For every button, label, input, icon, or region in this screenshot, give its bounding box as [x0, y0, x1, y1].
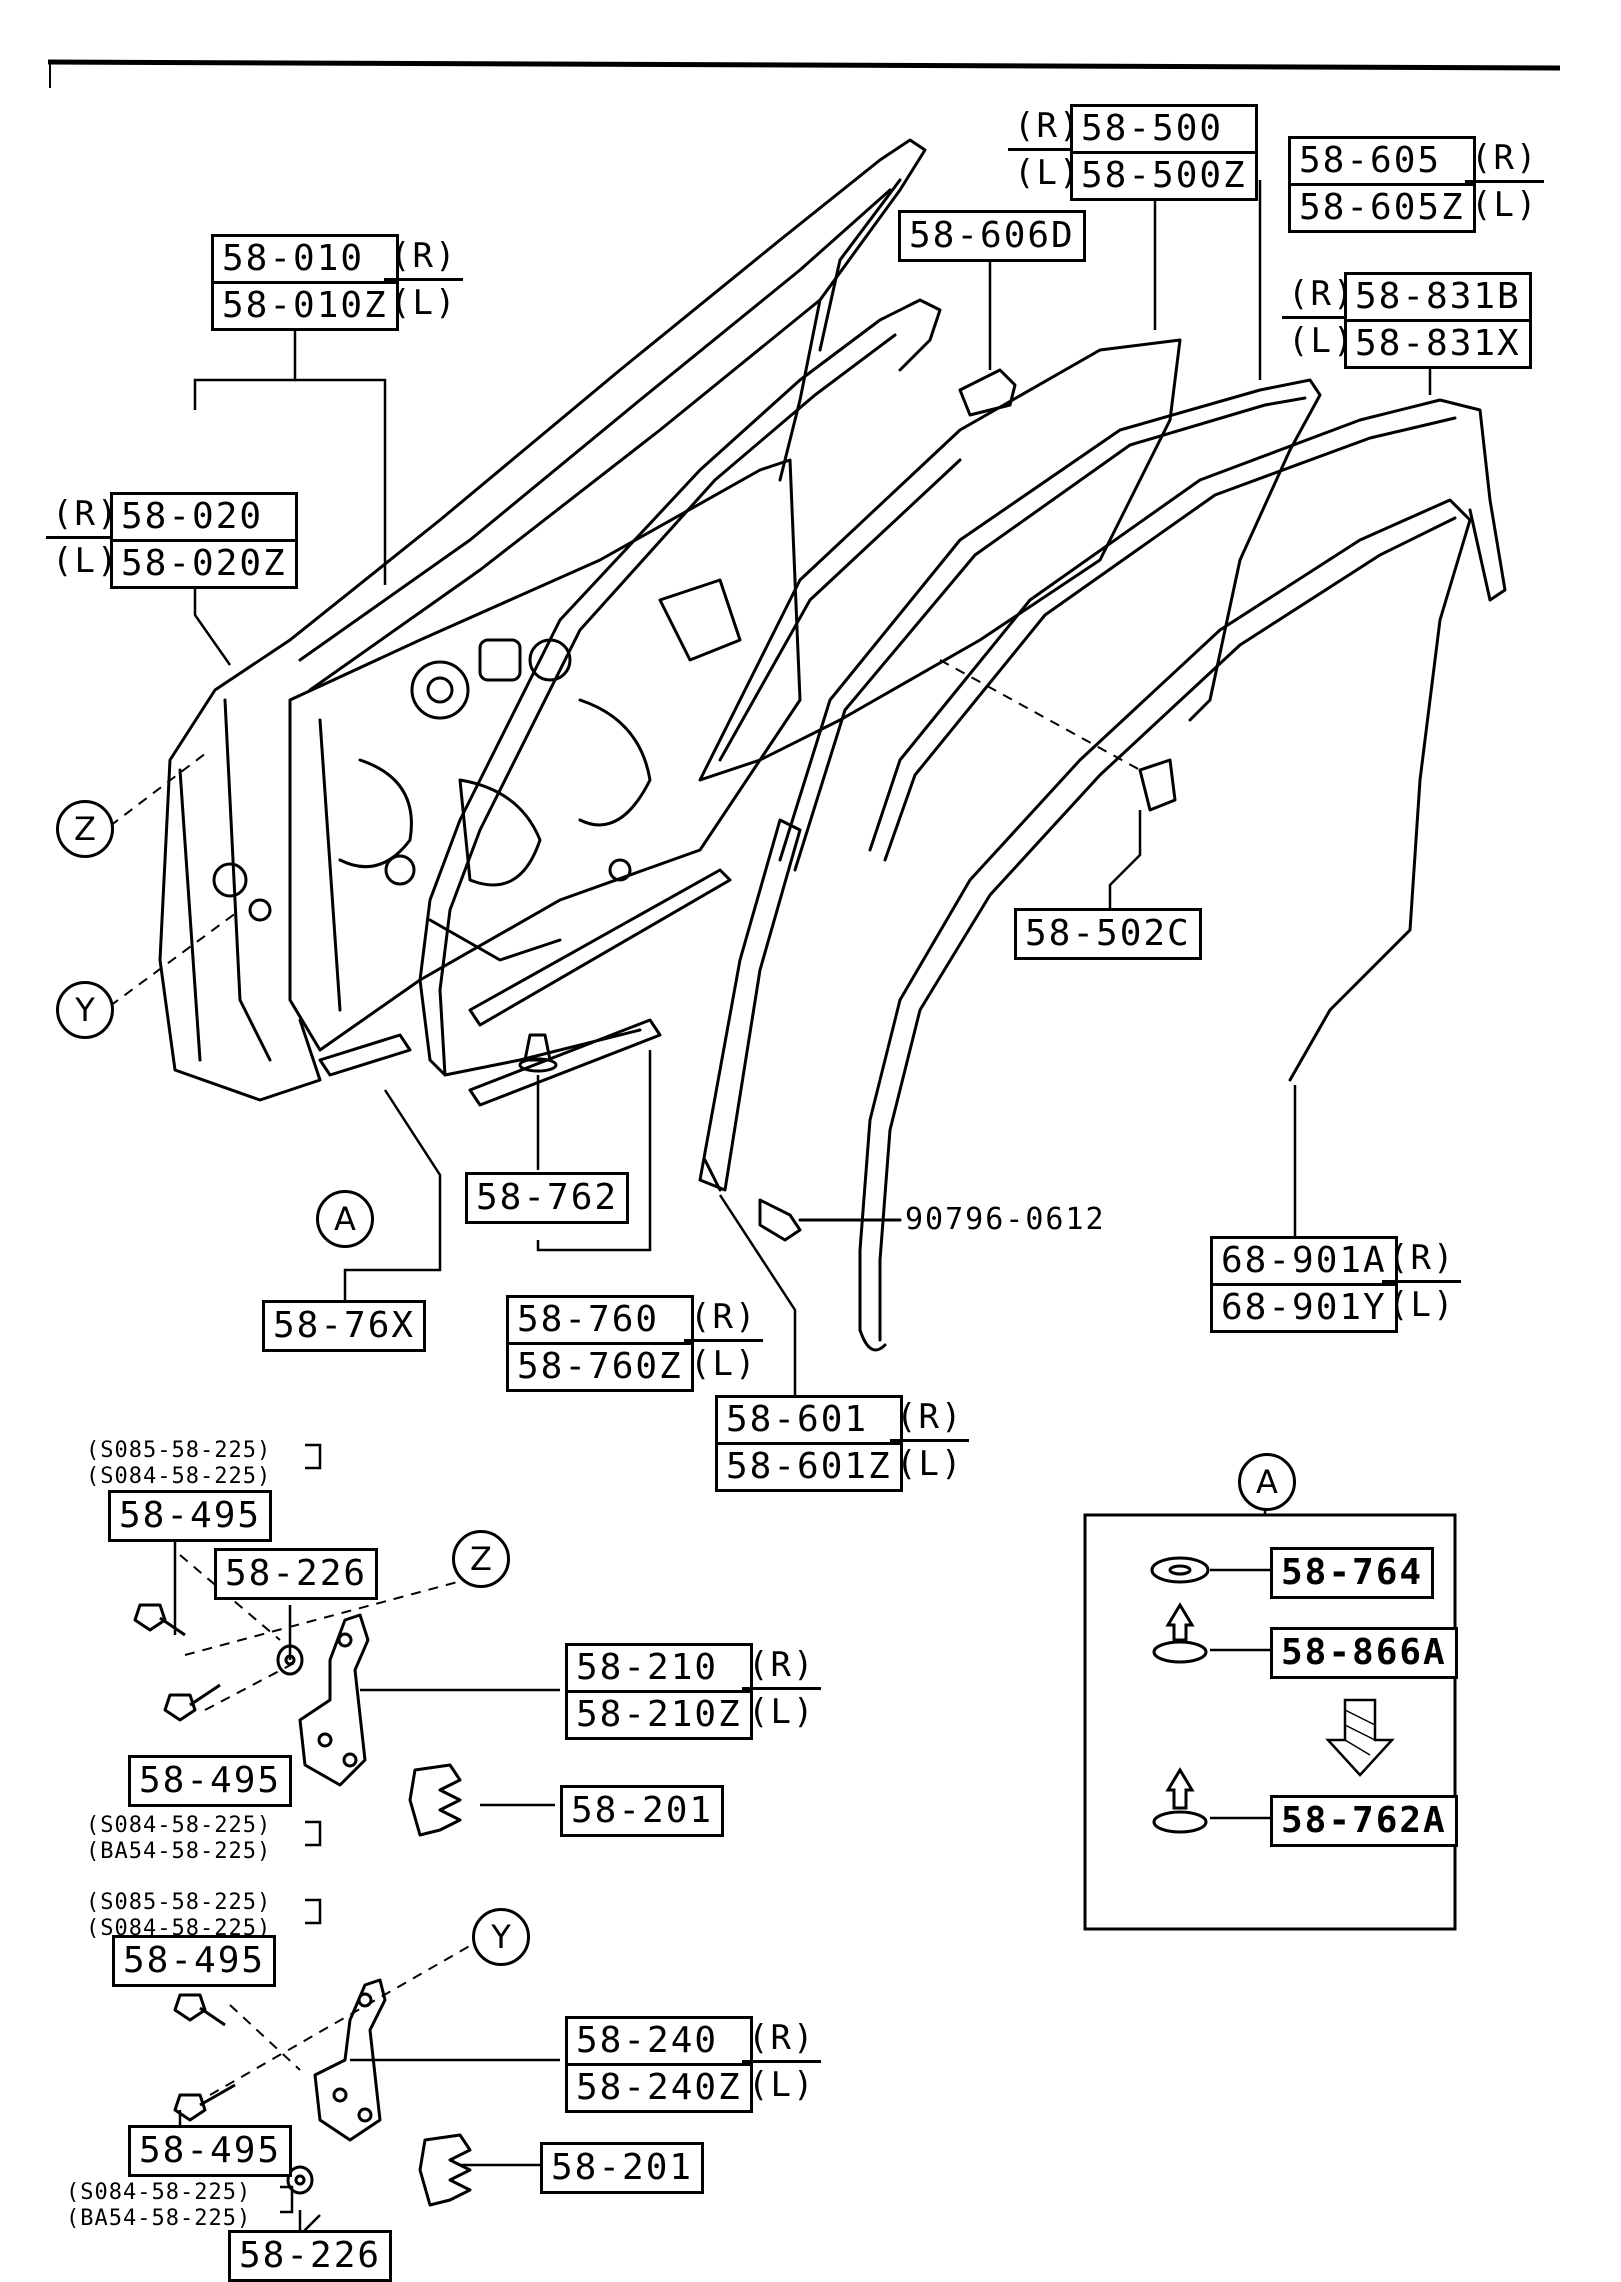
upper-hinge-part [298, 1613, 370, 1787]
glass-holder [958, 368, 1017, 417]
door-glass [698, 338, 1182, 782]
label-channel-sides: (R) (L) [1465, 136, 1545, 227]
lower-bolt-part [173, 1993, 236, 2122]
label-bolt-4: 58-495 [128, 2125, 293, 2177]
marker-y: Y [56, 981, 114, 1039]
label-upper-hinge-sides: (R) (L) [742, 1643, 822, 1734]
note-top-a: (S085-58-225) (S084-58-225) [86, 1438, 272, 1489]
label-door-body: 58-020 58-020Z [110, 492, 298, 589]
label-glass: 58-500 58-500Z [1070, 104, 1258, 201]
lower-shim-part [418, 2133, 472, 2207]
screw-part [758, 1198, 902, 1242]
label-shim-2: 58-201 [540, 2142, 705, 2194]
lower-strip [468, 868, 732, 1107]
lower-hinge-part [313, 1978, 387, 2142]
note-bot-b: (S084-58-225) (BA54-58-225) [66, 2180, 252, 2231]
label-shim-1: 58-201 [560, 1785, 725, 1837]
label-ring: 58-764 [1270, 1547, 1435, 1599]
outer-weatherstrip [868, 398, 1507, 862]
detail-a-box [1083, 1513, 1457, 1931]
marker-z-hinge: Z [452, 1530, 510, 1588]
push-clip-part [1152, 1602, 1208, 1664]
label-retainer: 58-76X [262, 1300, 427, 1352]
label-lower-hinge-sides: (R) (L) [742, 2016, 822, 2107]
label-channel: 58-605 58-605Z [1288, 136, 1476, 233]
marker-y-hinge: Y [472, 1908, 530, 1966]
label-fastener: 58-762 [465, 1172, 630, 1224]
upper-bolt-part [133, 1603, 221, 1722]
lower-washer-part [286, 2165, 314, 2195]
label-belt-moulding-sides: (R) (L) [890, 1395, 970, 1486]
top-rule [47, 59, 1561, 71]
label-seal: 68-901A 68-901Y [1210, 1236, 1398, 1333]
label-lower-hinge: 58-240 58-240Z [565, 2016, 753, 2113]
fastener-part [518, 1033, 558, 1073]
label-weatherstrip: 58-760 58-760Z [506, 1295, 694, 1392]
label-bolt-1: 58-495 [108, 1490, 273, 1542]
label-outer-weatherstrip: 58-831B 58-831X [1344, 272, 1532, 369]
upper-washer-part [276, 1644, 304, 1676]
clip-assembled-part [1152, 1767, 1208, 1834]
retainer-part [318, 1033, 412, 1077]
note-mid-a: (S084-58-225) (BA54-58-225) [86, 1813, 272, 1864]
label-door-body-sides: (R) (L) [46, 492, 126, 583]
arrow-down-icon [1325, 1698, 1395, 1777]
door-inner-panel [212, 458, 802, 1052]
door-seal [858, 498, 1472, 1352]
label-washer-1: 58-226 [214, 1548, 379, 1600]
label-seal-sides: (R) (L) [1382, 1236, 1462, 1327]
label-screw: 90796-0612 [905, 1202, 1106, 1237]
label-bolt-3: 58-495 [112, 1935, 277, 1987]
upper-shim-part [408, 1763, 462, 1837]
label-bolt-2: 58-495 [128, 1755, 293, 1807]
label-push-clip: 58-866A [1270, 1627, 1458, 1679]
label-outer-weatherstrip-sides: (R) (L) [1282, 272, 1362, 363]
marker-a-detail: A [1238, 1453, 1296, 1511]
label-upper-hinge: 58-210 58-210Z [565, 1643, 753, 1740]
label-clip: 58-502C [1014, 908, 1202, 960]
marker-z: Z [56, 800, 114, 858]
label-clip-assembled: 58-762A [1270, 1795, 1458, 1847]
label-washer-2: 58-226 [228, 2230, 393, 2282]
run-channel [778, 378, 1322, 872]
marker-a: A [316, 1190, 374, 1248]
label-belt-moulding: 58-601 58-601Z [715, 1395, 903, 1492]
belt-moulding [698, 818, 802, 1192]
ring-part [1150, 1556, 1210, 1584]
door-weatherstrip [418, 298, 942, 1077]
label-holder: 58-606D [898, 210, 1086, 262]
label-weatherstrip-sides: (R) (L) [684, 1295, 764, 1386]
door-outer-panel [158, 138, 927, 1102]
label-door-panel-sides: (R) (L) [384, 234, 464, 325]
label-glass-sides: (R) (L) [1008, 104, 1088, 195]
glass-clip [1138, 758, 1177, 812]
label-door-panel: 58-010 58-010Z [211, 234, 399, 331]
